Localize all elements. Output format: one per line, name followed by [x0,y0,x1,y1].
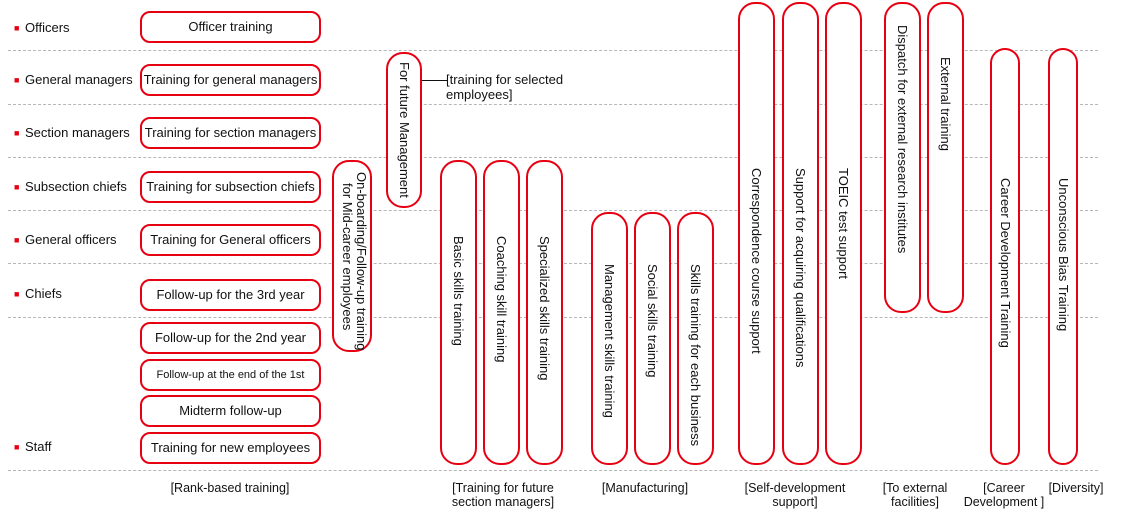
future-management-box [386,52,422,208]
bullet-icon: ■ [14,182,20,192]
general-managers-training-box: Training for general managers [140,64,321,96]
bullet-icon: ■ [14,442,20,452]
midterm-followup-box: Midterm follow-up [140,395,321,427]
row-divider [8,50,1098,51]
research-dispatch-box [884,2,921,313]
rank-label: Officers [25,20,70,35]
external-training-box [927,2,964,313]
category-manufacturing: [Manufacturing] [601,481,689,495]
rank-label: General managers [25,72,133,87]
bullet-icon: ■ [14,23,20,33]
category-rank-based: [Rank-based training] [170,481,290,495]
officer-training-box: Officer training [140,11,321,43]
rank-general-officers: ■ General officers [14,232,117,248]
research-dispatch-label: Dispatch for external research institute… [895,25,910,254]
coaching-skill-box [483,160,520,465]
rank-chiefs: ■ Chiefs [14,286,62,302]
future-management-label: For future Management [397,62,412,198]
category-diversity: [Diversity] [1048,481,1104,495]
bullet-icon: ■ [14,128,20,138]
rank-label: Subsection chiefs [25,179,127,194]
mid-career-box [332,160,372,352]
rank-label: General officers [25,232,117,247]
rank-section-managers: ■ Section managers [14,125,130,141]
toeic-support-label: TOEIC test support [836,168,851,280]
unconscious-bias-label: Unconscious Bias Training [1056,178,1071,332]
bullet-icon: ■ [14,289,20,299]
business-skills-box [677,212,714,465]
rank-officers: ■ Officers [14,20,70,36]
rank-label: Staff [25,439,52,454]
connector-line [422,80,448,81]
bullet-icon: ■ [14,75,20,85]
business-skills-label: Skills training for each business [688,264,703,447]
specialized-skills-label: Specialized skills training [537,236,552,381]
social-skills-label: Social skills training [645,264,660,378]
management-skills-label: Management skills training [602,264,617,418]
row-divider [8,470,1098,471]
qualifications-support-label: Support for acquiring qualifications [793,168,808,368]
rank-general-managers: ■ General managers [14,72,133,88]
followup-end-1st-box: Follow-up at the end of the 1st [140,359,321,391]
social-skills-box [634,212,671,465]
management-skills-box [591,212,628,465]
external-training-label: External training [938,57,953,151]
coaching-skill-label: Coaching skill training [494,236,509,363]
bullet-icon: ■ [14,235,20,245]
general-officers-training-box: Training for General officers [140,224,321,256]
correspondence-course-label: Correspondence course support [749,168,764,354]
specialized-skills-box [526,160,563,465]
section-managers-training-box: Training for section managers [140,117,321,149]
new-employees-training-box: Training for new employees [140,432,321,464]
basic-skills-label: Basic skills training [451,236,466,346]
basic-skills-box [440,160,477,465]
followup-2nd-year-box: Follow-up for the 2nd year [140,322,321,354]
rank-staff: ■ Staff [14,439,52,455]
career-development-box [990,48,1020,465]
correspondence-course-box [738,2,775,465]
career-development-label: Career Development Training [998,178,1013,348]
toeic-support-box [825,2,862,465]
row-divider [8,104,1098,105]
subsection-chiefs-training-box: Training for subsection chiefs [140,171,321,203]
rank-label: Chiefs [25,286,62,301]
rank-subsection-chiefs: ■ Subsection chiefs [14,179,127,195]
followup-3rd-year-box: Follow-up for the 3rd year [140,279,321,311]
row-divider [8,157,1098,158]
qualifications-support-box [782,2,819,465]
rank-label: Section managers [25,125,130,140]
unconscious-bias-box [1048,48,1078,465]
